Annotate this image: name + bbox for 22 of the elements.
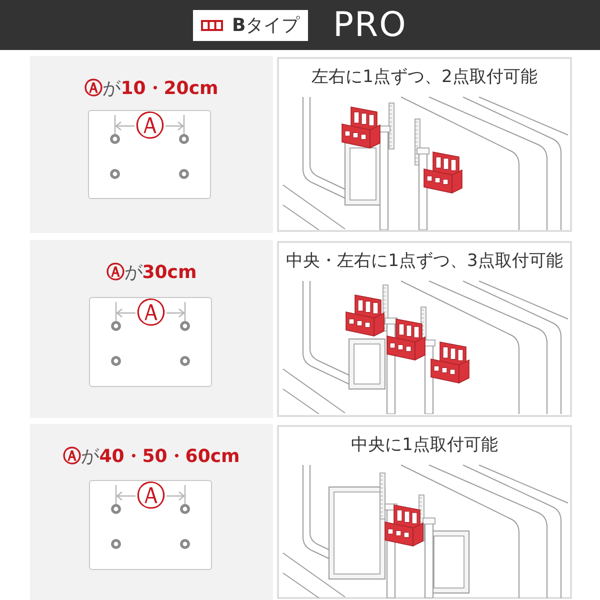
dimension-label: Ⓐ <box>136 298 166 328</box>
panel-title: 中央・左右に1点ずつ、3点取付可能 <box>286 251 563 272</box>
mounting-plate <box>89 480 212 570</box>
panel-title: 左右に1点ずつ、2点取付可能 <box>312 67 538 88</box>
dimension-label: Ⓐ <box>136 482 166 510</box>
spacing-heading: Ⓐが40・50・60cm <box>63 445 240 468</box>
spacing-heading: Ⓐが10・20cm <box>84 77 218 100</box>
info-panel <box>30 240 273 418</box>
illustration-panel <box>277 425 572 599</box>
panel-title: 中央に1点取付可能 <box>351 435 498 456</box>
header-bar <box>0 0 600 50</box>
info-panel <box>30 424 273 600</box>
header-title: PRO <box>333 5 407 45</box>
info-panel <box>30 56 273 233</box>
spacing-heading: Ⓐが30cm <box>106 261 197 284</box>
illustration-panel <box>277 241 572 417</box>
mounting-plate <box>88 110 211 199</box>
dimension-label: Ⓐ <box>134 112 166 140</box>
illustration-panel <box>277 57 572 232</box>
mounting-plate <box>89 297 212 387</box>
type-label: Bタイプ <box>232 14 300 37</box>
type-badge <box>193 10 308 41</box>
